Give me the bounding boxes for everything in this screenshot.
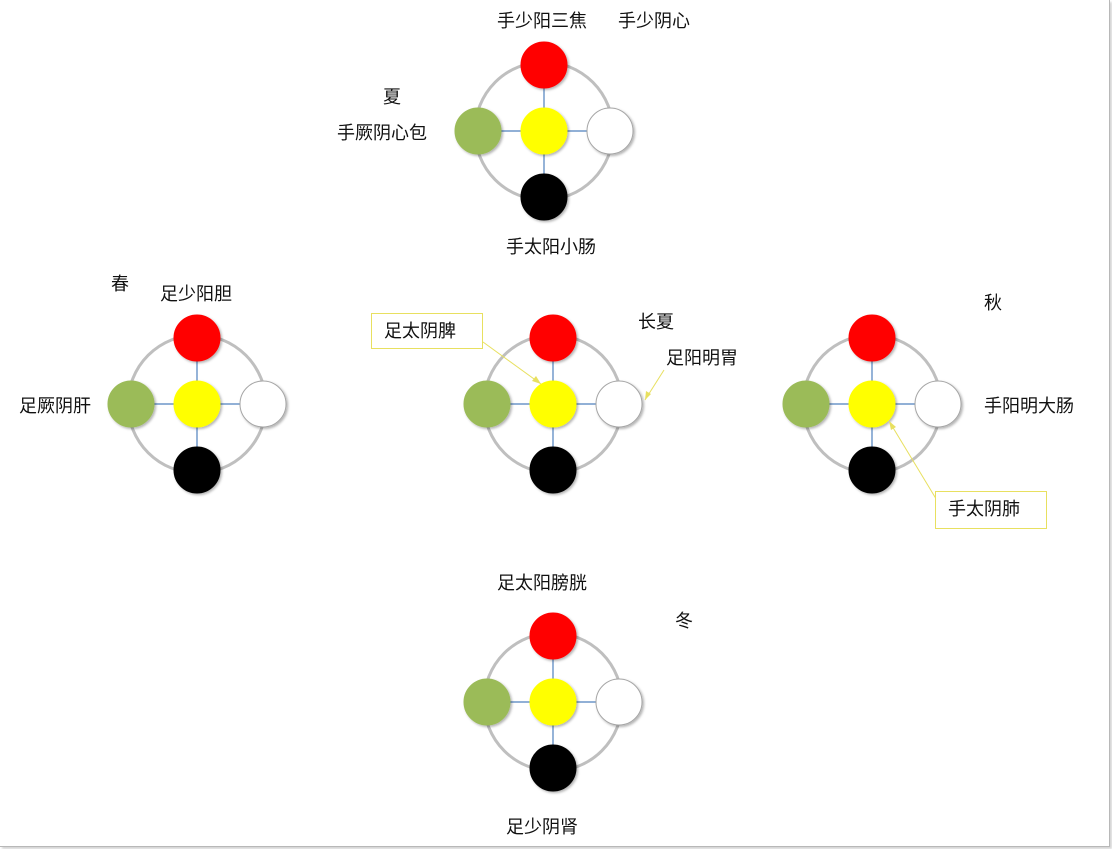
callout-arrowhead-lung xyxy=(889,421,896,430)
wheel-winter xyxy=(463,612,643,792)
green-node xyxy=(107,380,155,428)
wheel-autumn xyxy=(782,314,962,494)
black-node xyxy=(529,744,577,792)
callout-spleen-box: 足太阴脾 xyxy=(371,313,483,349)
callout-arrowhead-spleen xyxy=(532,376,541,384)
season-autumn-label: 秋 xyxy=(984,293,1002,314)
white-node xyxy=(595,678,643,726)
season-winter-label: 冬 xyxy=(675,611,693,632)
spring-top-label: 足少阳胆 xyxy=(160,284,232,305)
yellow-node xyxy=(529,380,577,428)
black-node xyxy=(520,173,568,221)
white-node xyxy=(239,380,287,428)
yellow-node xyxy=(848,380,896,428)
late-summer-right-label: 足阳明胃 xyxy=(666,348,738,369)
green-node xyxy=(782,380,830,428)
black-node xyxy=(529,446,577,494)
red-node xyxy=(529,314,577,362)
green-node xyxy=(463,380,511,428)
wheel-spring xyxy=(107,314,287,494)
green-node xyxy=(463,678,511,726)
white-node xyxy=(595,380,643,428)
winter-bottom-label: 足少阴肾 xyxy=(506,817,578,838)
yellow-node xyxy=(529,678,577,726)
winter-top-label: 足太阳膀胱 xyxy=(497,573,587,594)
callout-arrowhead-stomach xyxy=(645,391,651,400)
callout-lung-box: 手太阴肺 xyxy=(935,491,1047,529)
season-spring-label: 春 xyxy=(111,274,129,295)
summer-left-label: 手厥阴心包 xyxy=(337,123,427,144)
red-node xyxy=(173,314,221,362)
callout-pointer-lung xyxy=(888,420,939,503)
spring-left-label: 足厥阴肝 xyxy=(19,396,91,417)
wheel-late-summer xyxy=(463,314,643,494)
summer-top-right-label: 手少阴心 xyxy=(618,11,690,32)
season-summer-label: 夏 xyxy=(383,87,401,108)
white-node xyxy=(586,107,634,155)
black-node xyxy=(848,446,896,494)
red-node xyxy=(529,612,577,660)
season-late-summer-label: 长夏 xyxy=(638,312,674,333)
red-node xyxy=(848,314,896,362)
green-node xyxy=(454,107,502,155)
yellow-node xyxy=(173,380,221,428)
red-node xyxy=(520,41,568,89)
wheel-summer xyxy=(454,41,634,221)
summer-bottom-label: 手太阳小肠 xyxy=(506,237,596,258)
callout-pointer-spleen xyxy=(482,341,542,385)
summer-top-left-label: 手少阳三焦 xyxy=(497,11,587,32)
autumn-right-label: 手阳明大肠 xyxy=(984,396,1074,417)
yellow-node xyxy=(520,107,568,155)
white-node xyxy=(914,380,962,428)
black-node xyxy=(173,446,221,494)
